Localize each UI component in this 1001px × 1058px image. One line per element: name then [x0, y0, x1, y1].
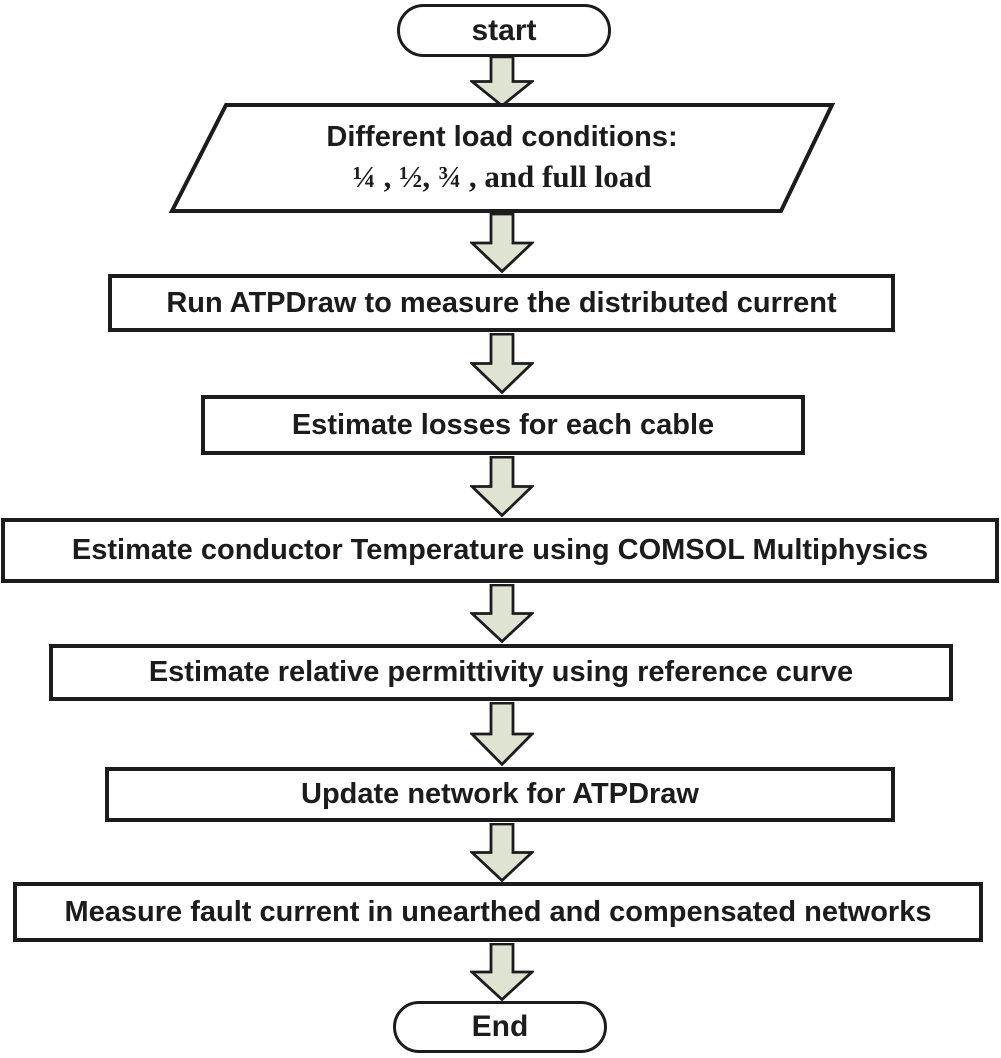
process-label: Run ATPDraw to measure the distributed c… [166, 286, 837, 319]
down-arrow-icon [470, 333, 534, 394]
down-arrow-icon [470, 213, 534, 273]
flowchart-process-estimate-permittivity: Estimate relative permittivity using ref… [49, 644, 953, 701]
flowchart-start-node: start [397, 4, 611, 57]
flowchart-process-measure-fault-current: Measure fault current in unearthed and c… [13, 882, 983, 942]
process-label: Measure fault current in unearthed and c… [64, 895, 932, 928]
down-arrow-icon [470, 702, 534, 766]
start-label: start [471, 13, 537, 47]
process-label: Estimate conductor Temperature using COM… [71, 534, 929, 567]
process-label: Estimate losses for each cable [291, 408, 715, 441]
down-arrow-icon [470, 943, 534, 1001]
flowchart-process-update-network: Update network for ATPDraw [105, 767, 895, 822]
flowchart-process-run-atpdraw: Run ATPDraw to measure the distributed c… [108, 274, 895, 332]
flowchart-process-estimate-losses: Estimate losses for each cable [201, 395, 805, 455]
end-label: End [471, 1010, 529, 1044]
down-arrow-icon [470, 823, 534, 882]
process-label: Update network for ATPDraw [301, 778, 699, 811]
io-line1: Different load conditions: [326, 121, 678, 153]
io-node-text: Different load conditions: ¼ , ½, ¾ , an… [168, 103, 836, 213]
io-line2: ¼ , ½, ¾ , and full load [352, 159, 652, 194]
down-arrow-icon [470, 56, 534, 107]
down-arrow-icon [470, 456, 534, 517]
flowchart-io-node-load-conditions: Different load conditions: ¼ , ½, ¾ , an… [168, 103, 836, 213]
flowchart-process-estimate-temperature: Estimate conductor Temperature using COM… [1, 518, 999, 583]
down-arrow-icon [470, 584, 534, 643]
flowchart-end-node: End [393, 1001, 607, 1053]
parallelogram-shape [168, 103, 836, 213]
process-label: Estimate relative permittivity using ref… [148, 656, 854, 689]
